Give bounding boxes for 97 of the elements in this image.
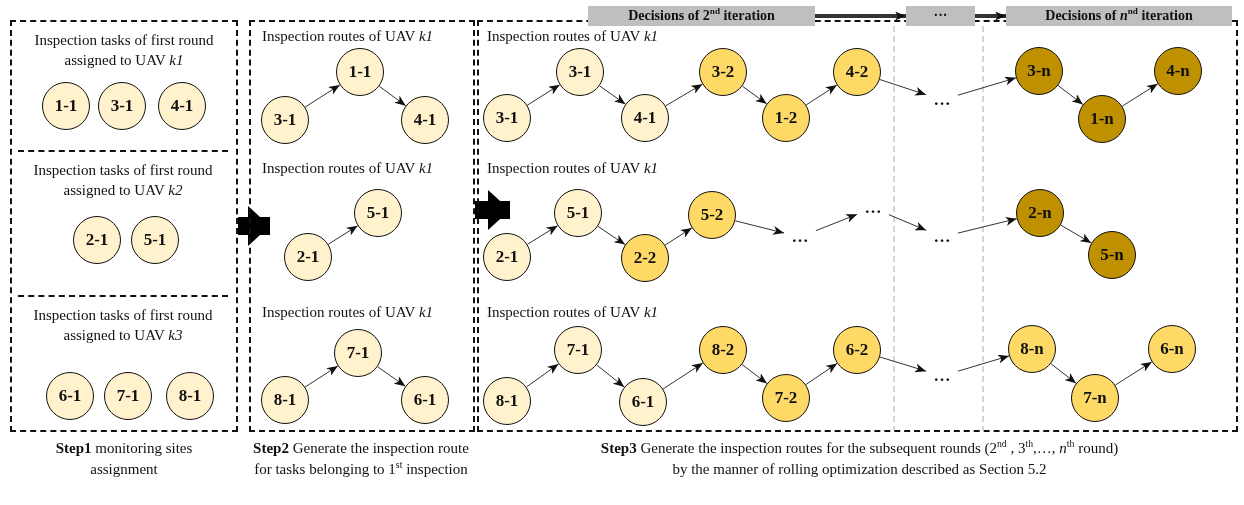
arrow — [526, 363, 559, 388]
step-caption: Step3 Generate the inspection routes for the subsequent rounds (2$^{nd}$ , 3$^{th}$,…, n$^{th}$ round) by the manner of rolling optimization described as Section 5.2 — [599, 438, 1120, 479]
task-circle: 3-n — [1015, 47, 1063, 95]
task-circle: 1-n — [1078, 95, 1126, 143]
task-circle: 8-n — [1008, 325, 1056, 373]
task-circle: 3-1 — [483, 94, 531, 142]
task-circle: 8-1 — [166, 372, 214, 420]
arrow — [1114, 361, 1153, 386]
ellipsis-text: … — [928, 227, 956, 247]
task-circle: 7-n — [1071, 374, 1119, 422]
arrow — [664, 227, 693, 246]
arrow — [815, 213, 858, 232]
arrow — [327, 225, 359, 245]
arrow — [741, 85, 768, 105]
task-circle: 7-2 — [762, 374, 810, 422]
task-circle: 2-2 — [621, 234, 669, 282]
arrow — [665, 83, 703, 107]
task-circle: 8-2 — [699, 326, 747, 374]
task-circle: 7-1 — [334, 329, 382, 377]
task-circle: 4-1 — [401, 96, 449, 144]
arrow — [805, 362, 838, 386]
task-circle: 3-2 — [699, 48, 747, 96]
arrow — [662, 362, 704, 390]
arrow — [1057, 85, 1084, 105]
task-circle: 6-2 — [833, 326, 881, 374]
arrow — [879, 356, 927, 373]
arrow — [1121, 83, 1159, 107]
task-circle: 2-1 — [284, 233, 332, 281]
step-caption: Step1 monitoring sites assignment — [54, 439, 194, 479]
task-circle: 5-2 — [688, 191, 736, 239]
arrow — [879, 79, 927, 96]
arrow — [734, 220, 785, 235]
task-circle: 6-n — [1148, 325, 1196, 373]
task-circle: 7-1 — [554, 326, 602, 374]
section-heading: Inspection tasks of first round assigned to UAV k3 — [32, 306, 214, 345]
ellipsis-text: … — [786, 227, 814, 247]
iteration-header: Decisions of n$^{nd}$ iteration — [1006, 6, 1232, 26]
task-circle: 1-2 — [762, 94, 810, 142]
arrow — [304, 365, 339, 388]
step-panel — [10, 20, 238, 432]
step-panel — [249, 20, 475, 432]
task-circle: 3-1 — [556, 48, 604, 96]
task-circle: 2-1 — [483, 233, 531, 281]
ellipsis-text: … — [928, 366, 956, 386]
task-circle: 5-1 — [354, 189, 402, 237]
route-heading: Inspection routes of UAV k1 — [262, 304, 434, 321]
arrow — [957, 354, 1010, 372]
ellipsis-text: … — [928, 90, 956, 110]
task-circle: 3-1 — [261, 96, 309, 144]
arrow — [377, 366, 406, 387]
task-circle: 4-1 — [158, 82, 206, 130]
route-heading: Inspection routes of UAV k1 — [487, 28, 659, 45]
task-circle: 6-1 — [401, 376, 449, 424]
task-circle: 1-1 — [336, 48, 384, 96]
step-panel — [477, 20, 1238, 432]
task-circle: 5-1 — [131, 216, 179, 264]
arrow — [597, 225, 626, 246]
task-circle: 5-n — [1088, 231, 1136, 279]
task-circle: 7-1 — [104, 372, 152, 420]
arrow — [1060, 224, 1092, 244]
task-circle: 5-1 — [554, 189, 602, 237]
arrow — [815, 11, 906, 21]
section-heading: Inspection tasks of first round assigned to UAV k1 — [33, 31, 215, 70]
arrow — [526, 225, 559, 245]
step-caption: Step2 Generate the inspection route for tasks belonging to 1$^{st}$ inspection — [252, 439, 470, 479]
route-heading: Inspection routes of UAV k1 — [487, 160, 659, 177]
arrow — [805, 84, 838, 106]
task-circle: 6-1 — [619, 378, 667, 426]
arrow — [957, 216, 1018, 234]
task-circle: 8-1 — [483, 377, 531, 425]
task-circle: 4-1 — [621, 94, 669, 142]
task-circle: 6-1 — [46, 372, 94, 420]
block-arrow — [238, 206, 270, 246]
task-circle: 3-1 — [98, 82, 146, 130]
arrow — [599, 85, 626, 105]
route-heading: Inspection routes of UAV k1 — [262, 160, 434, 177]
block-arrow — [475, 190, 510, 230]
task-circle: 2-n — [1016, 189, 1064, 237]
task-circle: 8-1 — [261, 376, 309, 424]
arrow — [888, 214, 927, 231]
arrow — [957, 76, 1017, 96]
arrow — [304, 84, 341, 108]
task-circle: 1-1 — [42, 82, 90, 130]
arrow — [1050, 363, 1077, 384]
arrow — [596, 364, 625, 388]
route-heading: Inspection routes of UAV k1 — [487, 304, 659, 321]
task-circle: 4-2 — [833, 48, 881, 96]
arrow — [741, 364, 768, 384]
iteration-header: Decisions of 2$^{nd}$ iteration — [588, 6, 815, 26]
iteration-header: ··· — [906, 6, 975, 26]
task-circle: 2-1 — [73, 216, 121, 264]
task-circle: 4-n — [1154, 47, 1202, 95]
ellipsis-text: … — [859, 198, 887, 218]
arrow — [378, 85, 407, 107]
arrow — [975, 11, 1006, 21]
arrow — [526, 84, 561, 106]
section-heading: Inspection tasks of first round assigned to UAV k2 — [32, 161, 214, 200]
